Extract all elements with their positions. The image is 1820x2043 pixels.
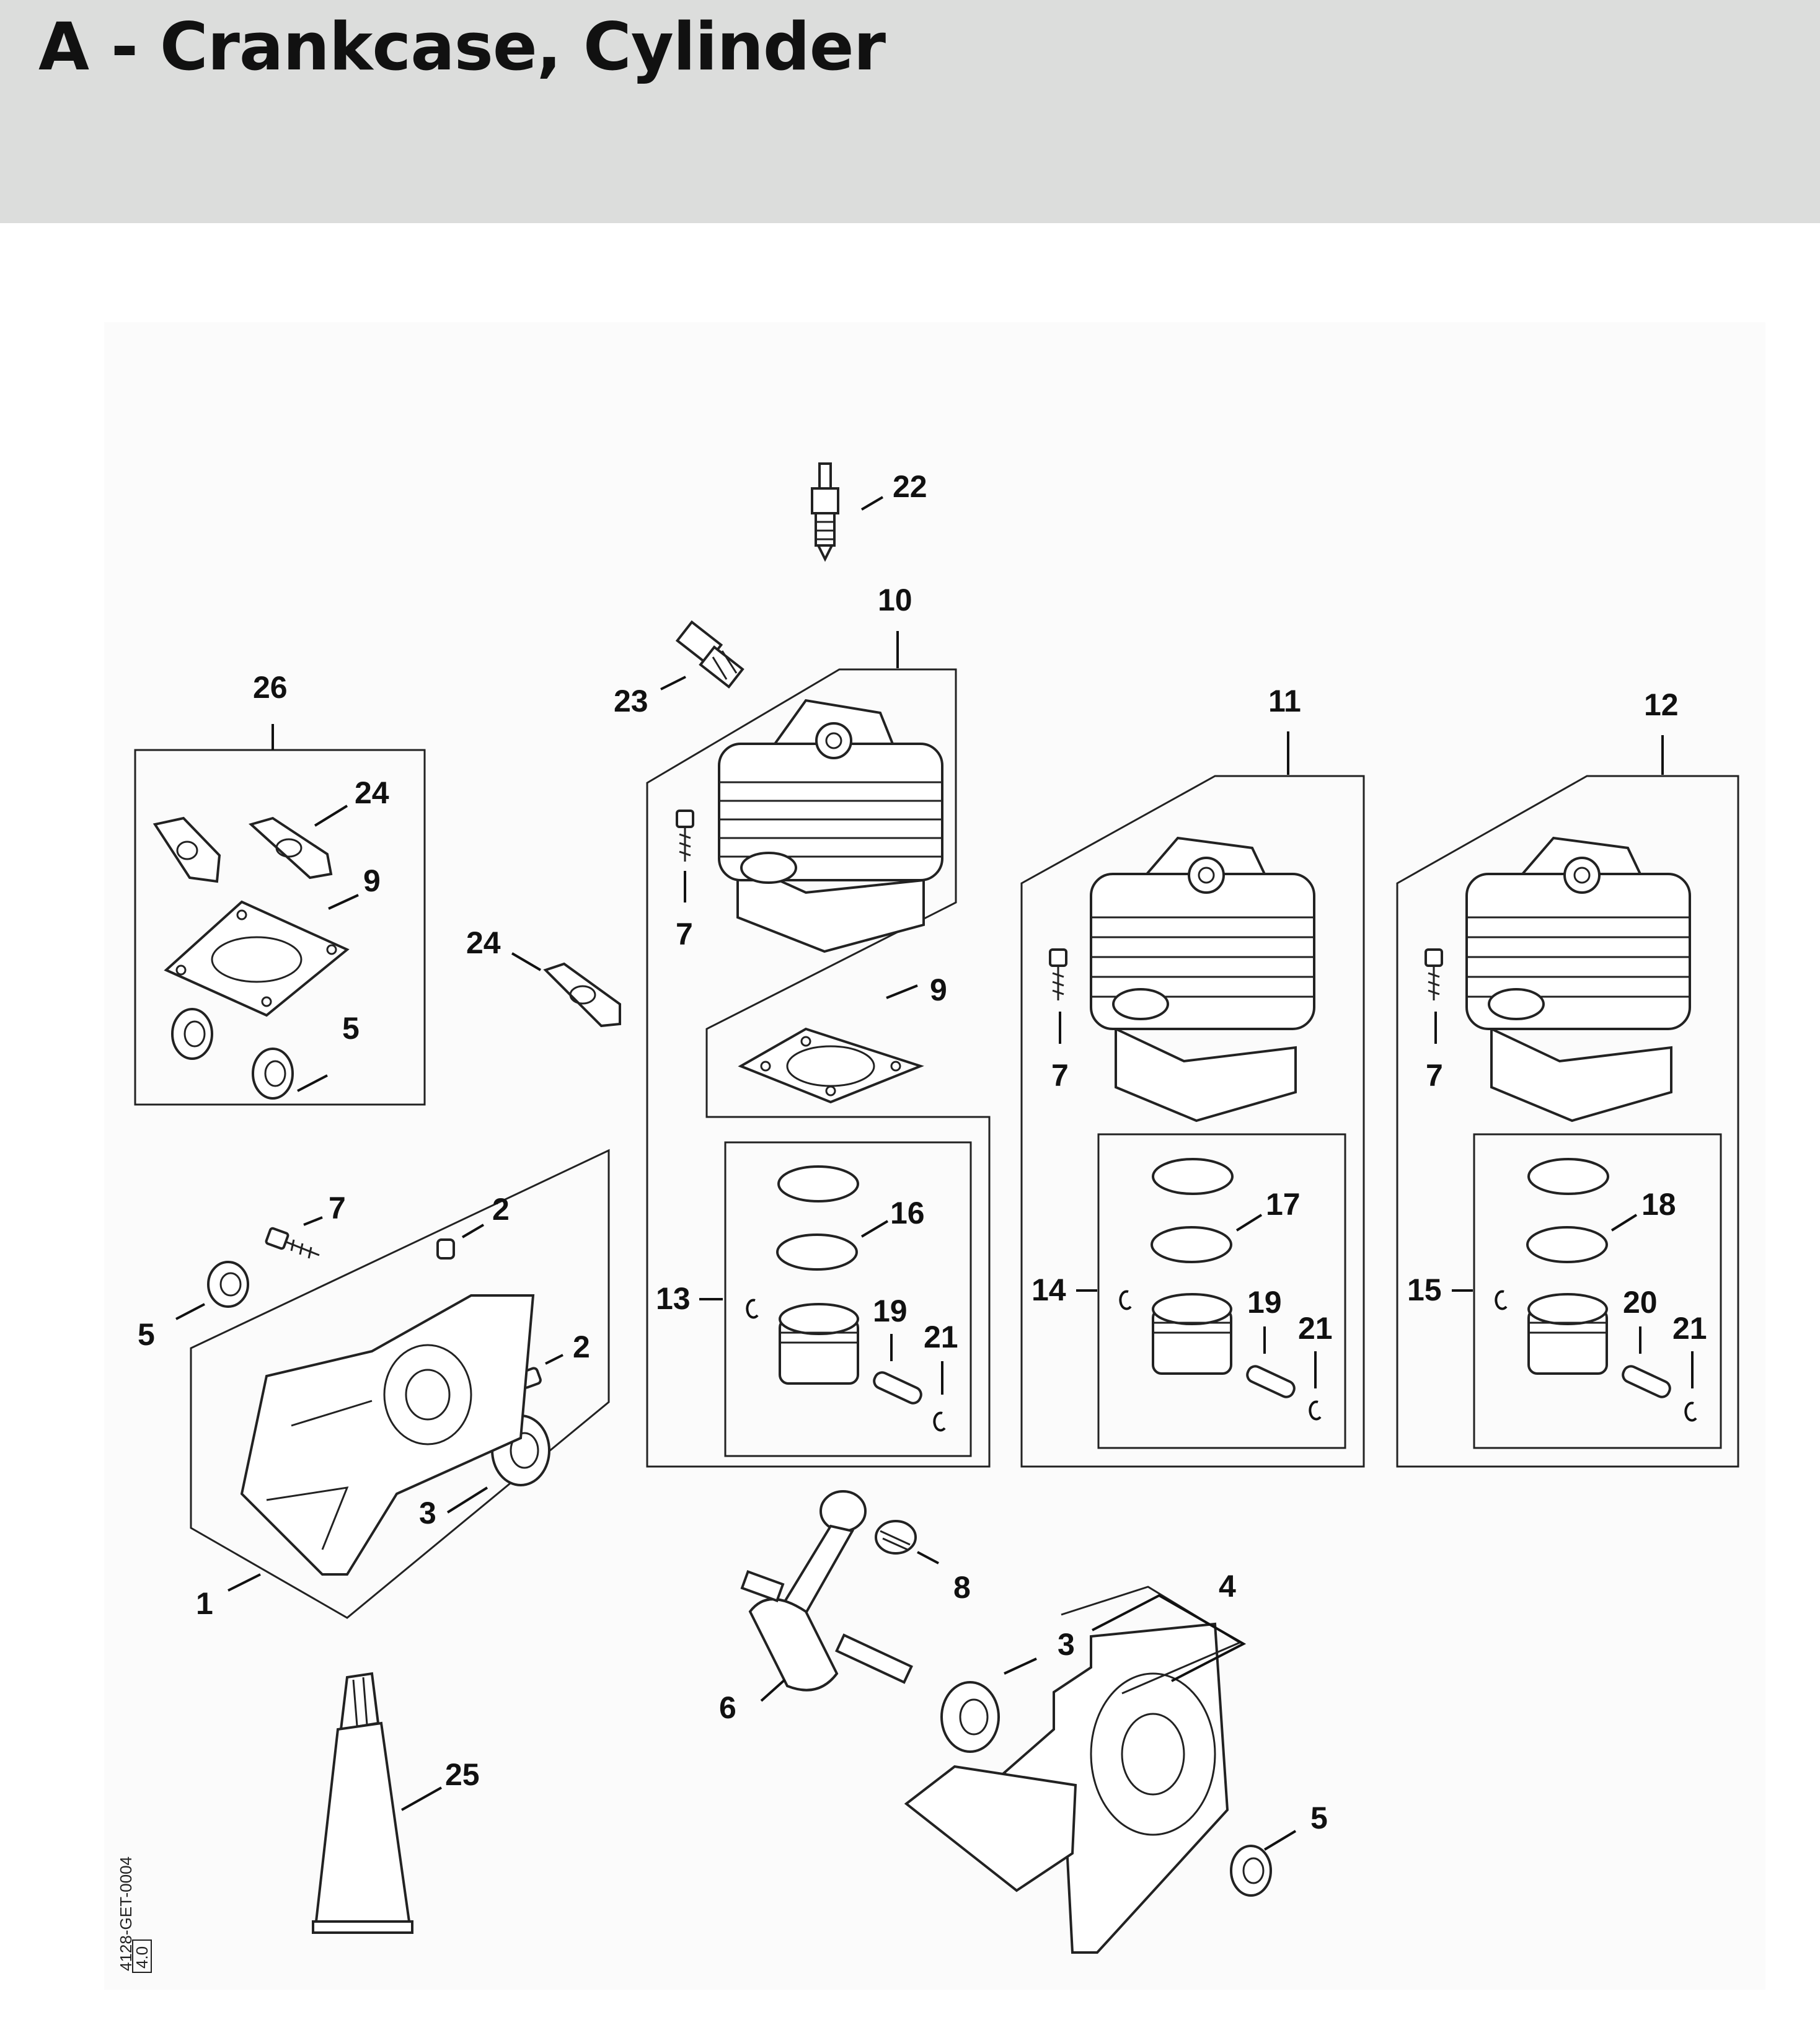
spark-plug [811,462,839,562]
callout-13: 13 [656,1281,691,1316]
piston-frame-14 [1097,1133,1346,1449]
callout-23: 23 [614,684,648,718]
cylinder-frame-11 [1020,775,1365,1468]
callout-8: 8 [953,1570,971,1605]
decompression-valve [675,620,744,689]
callout-26: 26 [253,670,288,705]
diagram-background [104,322,1765,1990]
callout-labels: 22 10 23 26 11 12 24 9 5 24 7 7 7 9 16 1… [138,469,1707,1835]
callout-2-top: 2 [492,1192,510,1227]
piston-frame-13 [724,1141,972,1457]
gasket-icon [152,816,621,1028]
grease-tube [312,1672,413,1934]
cylinder-11 [1090,836,1315,1123]
callout-17: 17 [1266,1187,1301,1222]
piston-icon [779,1293,1608,1385]
callout-25: 25 [445,1757,480,1792]
callout-1: 1 [196,1586,213,1621]
needle-cage [875,1520,917,1555]
callout-7-cyl12: 7 [1426,1058,1443,1093]
callout-19-kit14: 19 [1247,1285,1282,1320]
revision-number: 4.0 [133,1946,151,1969]
callout-7-cyl11: 7 [1051,1058,1069,1093]
callout-20: 20 [1623,1285,1658,1320]
callout-14: 14 [1031,1273,1066,1307]
revision-box [132,1939,152,1973]
gasket-set-base-gasket [164,900,350,1017]
crankshaft [740,1490,913,1692]
callout-5-set: 5 [342,1011,360,1046]
callout-11: 11 [1268,684,1301,718]
callout-18: 18 [1641,1187,1676,1222]
callout-19-kit13: 19 [873,1294,908,1328]
callout-7-case: 7 [329,1191,346,1225]
callout-2-side: 2 [573,1330,590,1364]
oil-seal-icon [171,1008,1272,1897]
leader-lines [175,496,1694,1851]
crankcase-half-frame [190,1149,610,1619]
gasket-set-frame [134,749,426,1106]
callout-21-kit14: 21 [1298,1311,1333,1346]
circlip-icon [746,1290,1697,1432]
cylinder-12 [1465,836,1691,1123]
callout-22: 22 [893,469,927,504]
callout-9: 9 [930,973,947,1007]
piston-ring-icon [776,1158,1609,1271]
callout-12: 12 [1644,687,1679,722]
callout-9-set: 9 [363,863,381,898]
callout-7-cyl10: 7 [676,917,693,951]
callout-24-set: 24 [355,775,389,810]
drawing-reference: 4128-GET-0004 4.0 [117,1856,152,1973]
callout-6: 6 [719,1690,736,1725]
crankcase [904,1586,1242,1954]
piston-pin-icon [873,1365,1671,1405]
cylinder-10 [718,699,943,953]
callout-21-kit13: 21 [924,1320,958,1354]
callout-4: 4 [1219,1569,1236,1604]
callout-21-kit15: 21 [1672,1311,1707,1346]
cylinder-frame-12 [1396,775,1739,1468]
piston-frame-15 [1473,1133,1722,1449]
screw-icon [265,810,1443,1259]
base-gasket [738,1027,924,1104]
crankcase-half [240,1294,535,1576]
callout-3: 3 [1058,1627,1075,1662]
callout-5-case: 5 [138,1317,155,1352]
callout-15: 15 [1407,1273,1442,1307]
callout-16: 16 [890,1196,925,1230]
callout-3-case: 3 [419,1496,436,1530]
callout-24: 24 [466,925,501,960]
callout-10: 10 [878,583,912,617]
cylinder-frame-10 [646,668,991,1468]
callout-5-crankcase: 5 [1310,1801,1328,1835]
header-bar: A - Crankcase, Cylinder [0,0,1820,223]
page-title: A - Crankcase, Cylinder [38,9,886,85]
